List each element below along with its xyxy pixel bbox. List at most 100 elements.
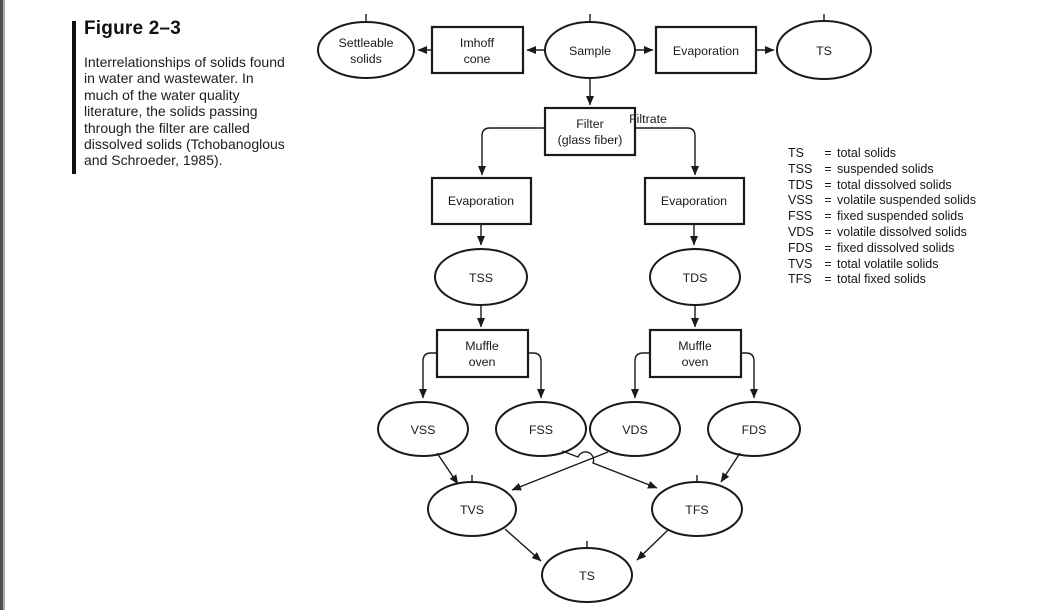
legend-definition: total solids [837, 146, 897, 160]
caption-line: Interrelationships of solids found [84, 54, 285, 70]
label-tss: TSS [469, 271, 493, 285]
legend-definition: fixed dissolved solids [837, 240, 955, 255]
edge-muffle-vds [631, 352, 650, 399]
legend-row: TVS = total volatile solids [788, 257, 976, 273]
node-vss [377, 401, 469, 457]
label-tvs: TVS [460, 503, 484, 517]
legend-definition: total dissolved solids [837, 177, 952, 192]
node-tss [434, 248, 528, 306]
label-filtrate: Filtrate [629, 112, 667, 126]
label-tfs: TFS [685, 503, 708, 517]
legend-abbr: FSS [788, 209, 813, 224]
label-tds: TDS [683, 271, 708, 285]
label-evaporation-right: Evaporation [661, 194, 727, 208]
node-filter [543, 106, 637, 157]
label-settleable-line2: solids [350, 52, 382, 66]
legend-abbr: TDS [788, 177, 813, 192]
legend-abbr: FDS [788, 240, 813, 255]
caption-rule [72, 21, 76, 174]
legend-definition: total fixed solids [837, 272, 926, 287]
label-ts-bottom: TS [579, 569, 595, 583]
node-imhoff-cone [430, 25, 525, 75]
legend-abbr: VDS [788, 224, 814, 239]
legend-row: TS = total solids [788, 146, 976, 162]
node-fds [707, 401, 801, 457]
legend-row: TFS = total fixed solids [788, 272, 976, 288]
legend-abbr: TFS [788, 272, 812, 287]
legend-equals: = [824, 272, 832, 287]
node-evaporation-left [430, 176, 533, 226]
label-vss: VSS [411, 423, 436, 437]
legend-equals: = [824, 161, 832, 176]
page-edge [0, 0, 5, 610]
legend-abbr: TVS [788, 256, 813, 271]
legend-equals: = [824, 209, 832, 224]
legend-row: TDS = total dissolved solids [788, 178, 976, 194]
edge-muffle-vss [419, 352, 437, 399]
legend-row: VSS = volatile suspended solids [788, 193, 976, 209]
figure-title: Figure 2–3 [84, 18, 182, 39]
edge-filter-evaporation-left [478, 127, 545, 176]
abbreviation-legend: TS = total solids TSS = suspended solids… [788, 146, 976, 288]
caption-line: literature, the solids passing [84, 103, 258, 120]
edge-tvs-ts [504, 528, 542, 562]
label-sample: Sample [569, 44, 611, 58]
legend-equals: = [824, 240, 832, 255]
edge-muffle-fds [741, 352, 758, 399]
edge-fss-tfs [561, 450, 658, 489]
label-vds: VDS [622, 423, 647, 437]
label-evaporation-top: Evaporation [673, 44, 739, 58]
legend-definition: volatile dissolved solids [837, 224, 967, 239]
edge-filter-evaporation-right [635, 127, 699, 176]
label-muffle-right-line1: Muffle [678, 339, 712, 353]
label-ts-top: TS [816, 44, 832, 58]
edge-vds-tvs [511, 451, 609, 491]
legend-abbr: TS [788, 146, 804, 160]
caption-line: through the filter are called [84, 119, 250, 136]
node-settleable-solids [317, 21, 415, 79]
node-vds [589, 401, 681, 457]
node-evaporation-top [654, 25, 758, 75]
edge-tfs-ts [636, 529, 669, 561]
legend-equals: = [824, 193, 832, 208]
caption-line: dissolved solids (Tchobanoglous [84, 136, 285, 153]
legend-equals: = [824, 146, 832, 160]
caption-line: in water and wastewater. In [84, 70, 254, 87]
legend-abbr: VSS [788, 193, 814, 208]
legend-equals: = [824, 177, 832, 192]
label-settleable-line1: Settleable [338, 36, 393, 50]
legend-definition: total volatile solids [837, 256, 939, 271]
label-muffle-left-line1: Muffle [465, 339, 499, 353]
label-fss: FSS [529, 423, 553, 437]
caption-line: and Schroeder, 1985). [84, 152, 223, 169]
label-muffle-left-line2: oven [469, 355, 496, 369]
label-filter-line2: (glass fiber) [558, 133, 623, 147]
label-evaporation-left: Evaporation [448, 194, 514, 208]
figure-caption-text: Interrelationships of solids found in wa… [84, 54, 300, 169]
edge-muffle-fss [528, 352, 545, 399]
legend-abbr: TSS [788, 161, 813, 176]
legend-row: TSS = suspended solids [788, 162, 976, 178]
legend-equals: = [824, 224, 832, 239]
label-filter-line1: Filter [576, 117, 604, 131]
label-muffle-right-line2: oven [682, 355, 709, 369]
label-imhoff-line2: cone [464, 52, 491, 66]
legend-definition: volatile suspended solids [837, 193, 976, 208]
legend-row: VDS = volatile dissolved solids [788, 225, 976, 241]
figure-caption: Figure 2–3 Interrelationships of solids … [84, 17, 300, 169]
label-imhoff-line1: Imhoff [460, 36, 495, 50]
node-evaporation-right [643, 176, 746, 226]
node-muffle-oven-left [435, 328, 530, 379]
legend-definition: fixed suspended solids [837, 209, 964, 224]
caption-line: much of the water quality [84, 86, 240, 103]
node-fss [495, 401, 587, 457]
legend-definition: suspended solids [837, 161, 934, 176]
legend-row: FSS = fixed suspended solids [788, 209, 976, 225]
legend-row: FDS = fixed dissolved solids [788, 241, 976, 257]
label-fds: FDS [742, 423, 767, 437]
node-muffle-oven-right [648, 328, 743, 379]
node-tds [649, 248, 741, 306]
legend-equals: = [824, 256, 832, 271]
edge-vss-tvs [436, 452, 459, 485]
